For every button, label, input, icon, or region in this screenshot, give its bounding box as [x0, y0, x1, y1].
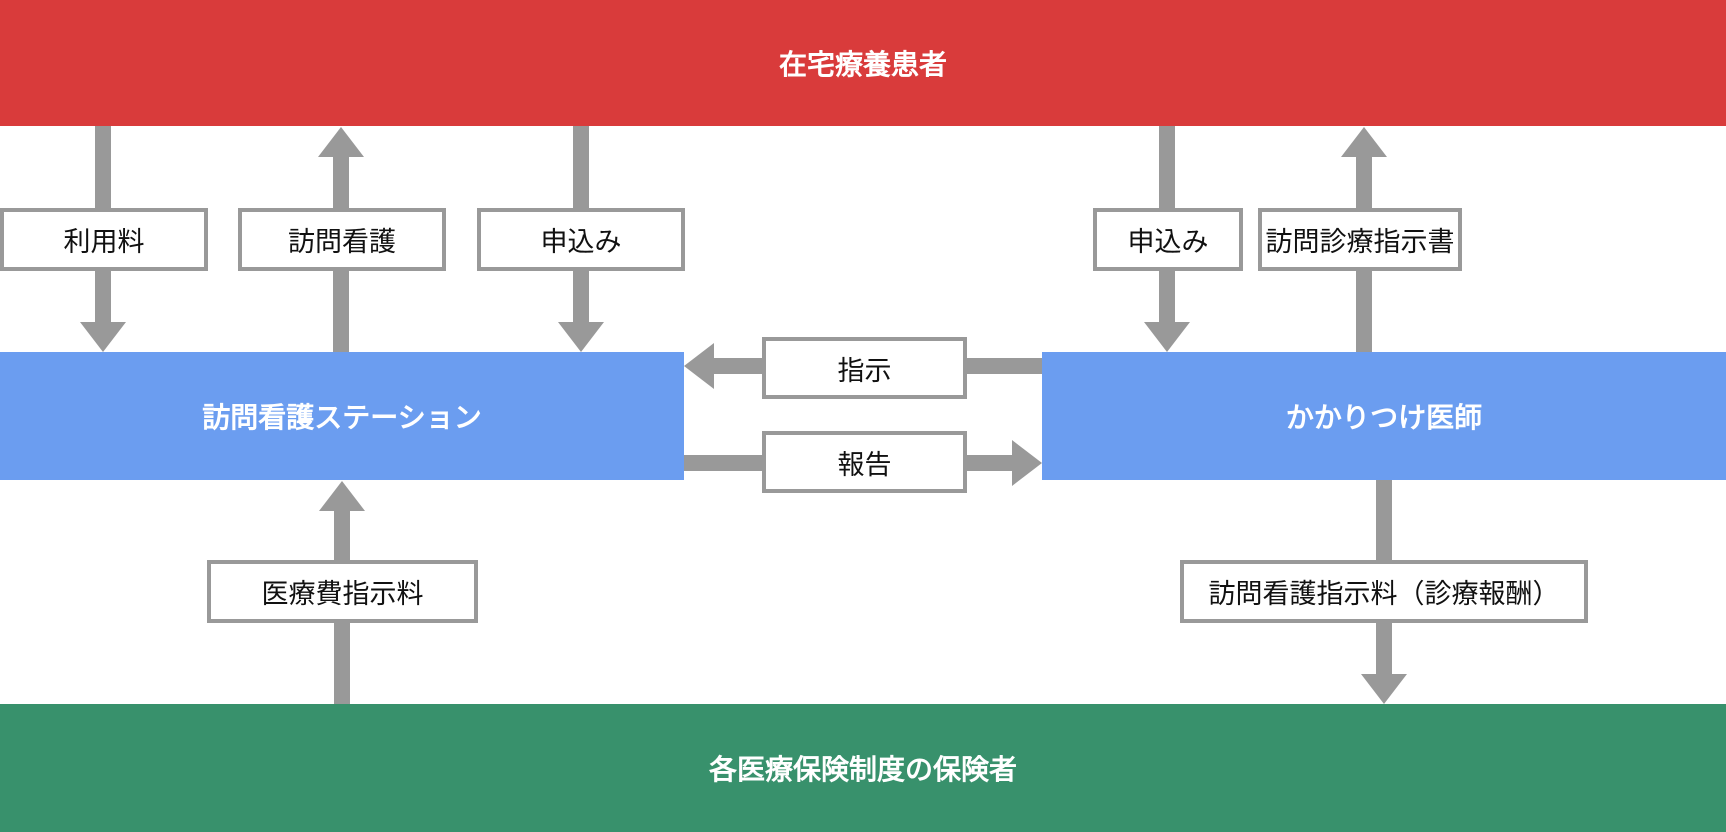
doctor-box: かかりつけ医師 [1042, 352, 1726, 480]
patient-label: 在宅療養患者 [778, 49, 947, 80]
arrow-nursing-directive-fee-head-icon [1361, 674, 1407, 704]
nursing-station-box: 訪問看護ステーション [0, 352, 684, 480]
label-instruction: 指示 [762, 337, 967, 399]
arrow-visiting-nursing-head-icon [318, 127, 364, 157]
arrow-instruction-head-icon [684, 343, 714, 389]
nursing-station-label: 訪問看護ステーション [202, 402, 482, 433]
label-usage-fee: 利用料 [0, 208, 208, 271]
label-medical-fee: 医療費指示料 [207, 560, 478, 623]
arrow-report-head-icon [1012, 440, 1042, 486]
label-nursing-directive-fee: 訪問看護指示料（診療報酬） [1180, 560, 1588, 623]
label-application-station: 申込み [477, 208, 685, 271]
insurer-bar: 各医療保険制度の保険者 [0, 704, 1726, 832]
label-visit-directive: 訪問診療指示書 [1258, 208, 1462, 271]
arrow-usage-fee-head-icon [80, 322, 126, 352]
arrow-application-doctor-head-icon [1144, 322, 1190, 352]
arrow-medical-fee-head-icon [319, 481, 365, 511]
patient-bar: 在宅療養患者 [0, 0, 1726, 126]
label-application-doctor: 申込み [1093, 208, 1243, 271]
arrow-application-station-head-icon [558, 322, 604, 352]
insurer-label: 各医療保険制度の保険者 [708, 754, 1017, 785]
doctor-label: かかりつけ医師 [1285, 402, 1483, 433]
label-visiting-nursing: 訪問看護 [238, 208, 446, 271]
label-report: 報告 [762, 431, 967, 493]
arrow-visit-directive-head-icon [1341, 127, 1387, 157]
